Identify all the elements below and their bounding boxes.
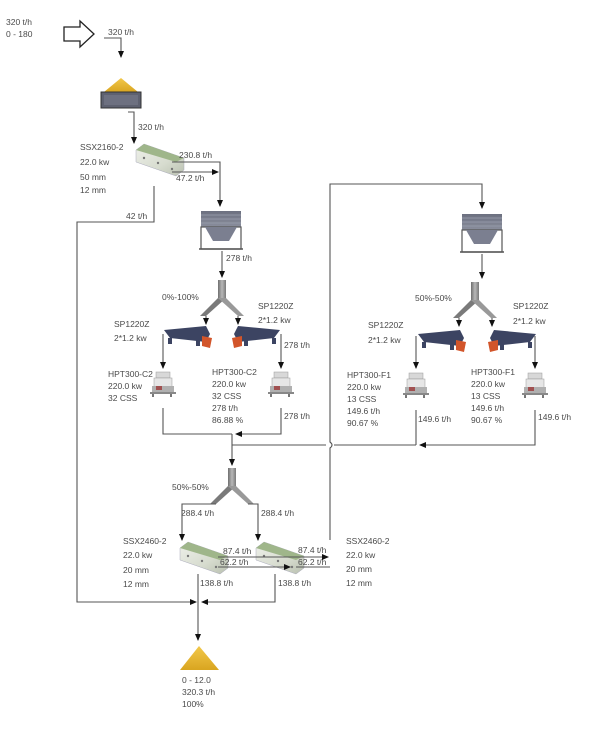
screen1-deck2: 12 mm: [80, 185, 106, 195]
feed-hopper-icon[interactable]: [100, 78, 142, 109]
product-rate: 320.3 t/h: [182, 687, 215, 697]
screen1-over2-rate: 47.2 t/h: [176, 173, 205, 183]
feeder2R-model: SP1220Z: [513, 301, 548, 311]
feeder1R-model: SP1220Z: [258, 301, 293, 311]
screen2R-over2-rate: 62.2 t/h: [298, 557, 327, 567]
splitter-3-icon[interactable]: [210, 468, 254, 504]
splitter3-ratio: 50%-50%: [172, 482, 209, 492]
splitter3-right-line: [248, 503, 261, 541]
splitter3-right-rate: 288.4 t/h: [261, 508, 294, 518]
screen2L-model: SSX2460-2: [123, 536, 167, 546]
screen2L-power: 22.0 kw: [123, 550, 153, 560]
feeder1L-model: SP1220Z: [114, 319, 149, 329]
screen-ssx2160-icon[interactable]: [135, 143, 185, 177]
crusherCL-out-line: [162, 408, 232, 435]
crusherFR-out-line: [419, 410, 536, 448]
splitter-2-icon[interactable]: [453, 282, 497, 318]
screen2R-power: 22.0 kw: [346, 550, 376, 560]
crusherCL-css: 32 CSS: [108, 393, 138, 403]
screen2R-deck2: 12 mm: [346, 578, 372, 588]
crusherFR-model: HPT300-F1: [471, 367, 515, 377]
crusherCR-model: HPT300-C2: [212, 367, 257, 377]
screen2L-under-rate: 138.8 t/h: [200, 578, 233, 588]
feeder2R-power: 2*1.2 kw: [513, 316, 546, 326]
feed-size-label: 0 - 180: [6, 29, 33, 39]
feeder2L-model: SP1220Z: [368, 320, 403, 330]
crusherCR-rate: 278 t/h: [212, 403, 238, 413]
crusherFR-load: 90.67 %: [471, 415, 503, 425]
crusherFL-out-rate: 149.6 t/h: [418, 414, 451, 424]
screen2L-deck2: 12 mm: [123, 579, 149, 589]
feed-to-hopper-line: [104, 37, 124, 58]
crusher-f1-left-icon[interactable]: [402, 372, 430, 399]
crusher-c2-left-icon[interactable]: [149, 371, 177, 398]
screen1-under-line: [76, 186, 197, 605]
feeder1L-power: 2*1.2 kw: [114, 333, 147, 343]
feeder-2-right-icon[interactable]: [488, 330, 536, 352]
screen1-power: 22.0 kw: [80, 157, 110, 167]
screen1-under-rate: 42 t/h: [126, 211, 148, 221]
splitter3-left-rate: 288.4 t/h: [181, 508, 214, 518]
crusherFR-rate: 149.6 t/h: [471, 403, 504, 413]
feeder1R-rate: 278 t/h: [284, 340, 310, 350]
screen2R-deck1: 20 mm: [346, 564, 372, 574]
hopper-out-rate: 320 t/h: [138, 122, 164, 132]
screen2R-under-rate: 138.8 t/h: [278, 578, 311, 588]
product-percent: 100%: [182, 699, 204, 709]
feeder1R-power: 2*1.2 kw: [258, 315, 291, 325]
feeder-1-right-icon[interactable]: [232, 326, 280, 348]
crusherFL-load: 90.67 %: [347, 418, 379, 428]
crusher-c2-right-icon[interactable]: [267, 371, 295, 398]
screen1-model: SSX2160-2: [80, 142, 124, 152]
product-stockpile-icon[interactable]: [180, 646, 219, 670]
feed-out-rate: 320 t/h: [108, 27, 134, 37]
screen2L-deck1: 20 mm: [123, 565, 149, 575]
feeder2L-power: 2*1.2 kw: [368, 335, 401, 345]
screen2L-over1-rate: 87.4 t/h: [223, 546, 252, 556]
crusherCR-power: 220.0 kw: [212, 379, 247, 389]
screen1-over1-line: [172, 161, 223, 207]
crusherFL-css: 13 CSS: [347, 394, 377, 404]
screen2R-model: SSX2460-2: [346, 536, 390, 546]
bin1-out-rate: 278 t/h: [226, 253, 252, 263]
crusherCR-out-rate: 278 t/h: [284, 411, 310, 421]
crusherCR-out-line: [235, 408, 282, 437]
splitter2-ratio: 50%-50%: [415, 293, 452, 303]
crusherFR-out-rate: 149.6 t/h: [538, 412, 571, 422]
crusherCL-model: HPT300-C2: [108, 369, 153, 379]
screen2L-over2-rate: 62.2 t/h: [220, 557, 249, 567]
crusher-f1-right-icon[interactable]: [521, 372, 549, 399]
hopper-to-screen-line: [128, 111, 137, 144]
recirc-to-bin2-line: [329, 183, 485, 540]
feed-rate-label: 320 t/h: [6, 17, 32, 27]
screen2R-under-line: [201, 574, 276, 605]
screen2R-over1-rate: 87.4 t/h: [298, 545, 327, 555]
crusherFL-rate: 149.6 t/h: [347, 406, 380, 416]
crusherCR-load: 86.88 %: [212, 415, 244, 425]
crusherFL-power: 220.0 kw: [347, 382, 382, 392]
crusherCR-css: 32 CSS: [212, 391, 242, 401]
splitter1-ratio: 0%-100%: [162, 292, 199, 302]
crusherFR-power: 220.0 kw: [471, 379, 506, 389]
crusherFL-model: HPT300-F1: [347, 370, 391, 380]
feeder-2-left-icon[interactable]: [418, 330, 466, 352]
feed-arrow-icon: [63, 19, 95, 49]
surge-bin-1-icon[interactable]: [198, 210, 244, 250]
surge-bin-2-icon[interactable]: [459, 213, 505, 253]
screen1-over1-rate: 230.8 t/h: [179, 150, 212, 160]
crusherCL-power: 220.0 kw: [108, 381, 143, 391]
screen1-deck1: 50 mm: [80, 172, 106, 182]
screen-ssx2460-right-icon[interactable]: [255, 541, 305, 575]
crusherFR-css: 13 CSS: [471, 391, 501, 401]
feeder-1-left-icon[interactable]: [164, 326, 212, 348]
splitter-1-icon[interactable]: [200, 280, 244, 316]
splitter3-left-line: [179, 503, 216, 541]
product-size: 0 - 12.0: [182, 675, 211, 685]
